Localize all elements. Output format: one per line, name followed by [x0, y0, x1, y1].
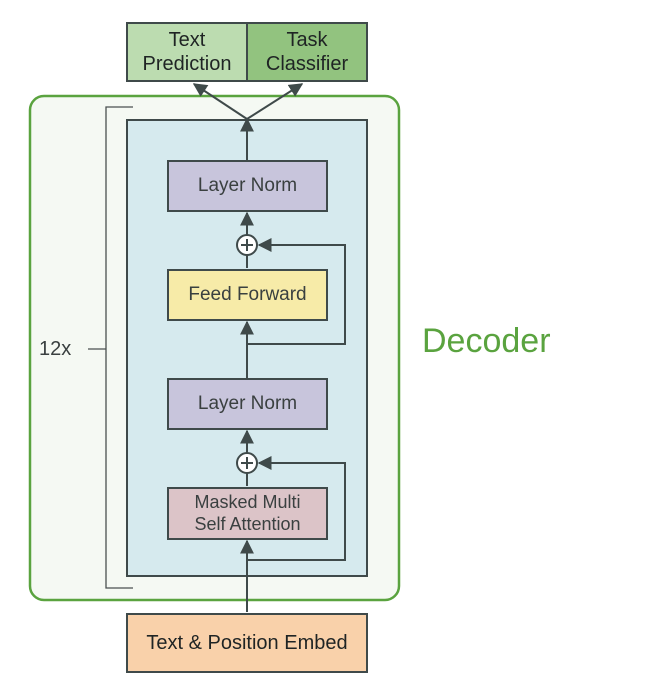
- add-node-2: [236, 234, 258, 256]
- text-prediction-box: Text Prediction: [126, 22, 248, 82]
- feed-forward-box: Feed Forward: [167, 269, 328, 321]
- text-position-embed-box: Text & Position Embed: [126, 613, 368, 673]
- arrow-to-task-classifier: [246, 83, 304, 120]
- arrow-to-text-prediction: [192, 83, 248, 120]
- layer-norm-top-box: Layer Norm: [167, 160, 328, 212]
- residual-connection-2: [247, 238, 346, 345]
- task-classifier-box: Task Classifier: [246, 22, 368, 82]
- masked-self-attention-box: Masked Multi Self Attention: [167, 487, 328, 540]
- layer-norm-bottom-box: Layer Norm: [167, 378, 328, 430]
- repeat-count-label: 12x: [39, 338, 72, 360]
- residual-connection-1: [247, 456, 346, 561]
- repeat-bracket: [105, 106, 133, 589]
- add-node-1: [236, 452, 258, 474]
- decoder-label: Decoder: [422, 322, 551, 360]
